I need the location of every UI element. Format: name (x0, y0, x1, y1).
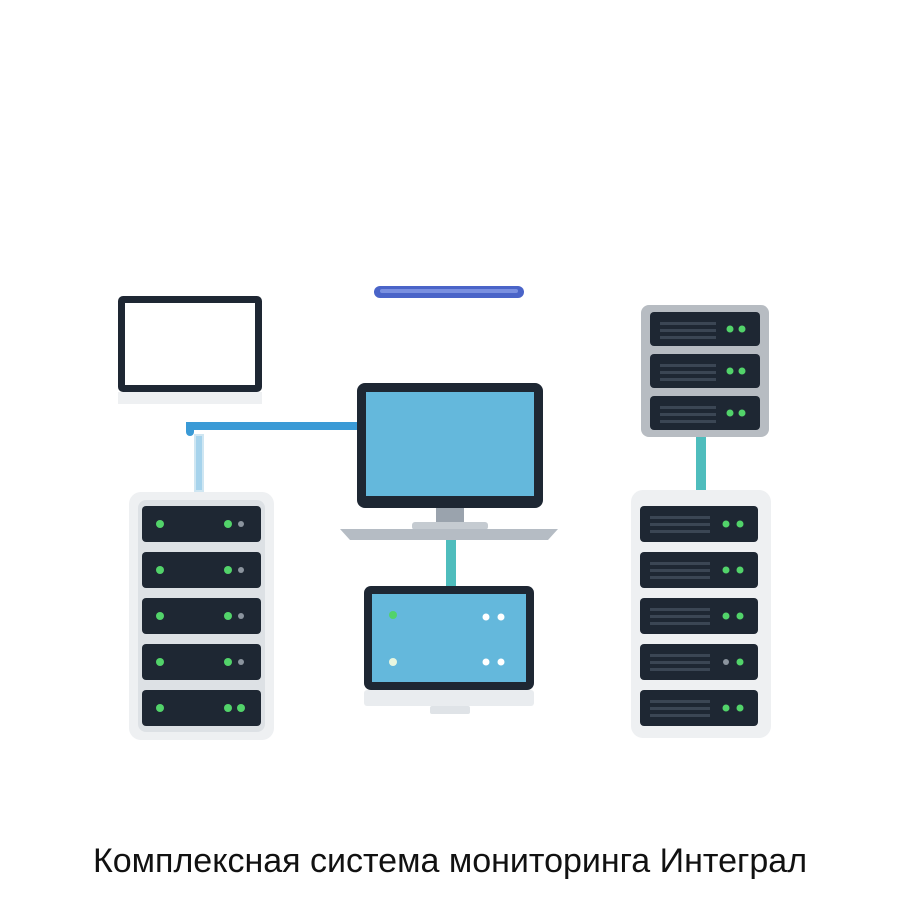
network-bar-icon (374, 286, 524, 298)
laptop-icon (364, 586, 534, 714)
monitor-icon (118, 296, 262, 404)
server-rack-icon (631, 490, 771, 738)
desktop-monitor-icon (340, 383, 558, 540)
server-rack-icon (129, 492, 274, 740)
caption-text: Комплексная система мониторинга Интеграл (92, 842, 808, 880)
network-cables (186, 422, 706, 587)
server-unit-icon (641, 305, 769, 437)
